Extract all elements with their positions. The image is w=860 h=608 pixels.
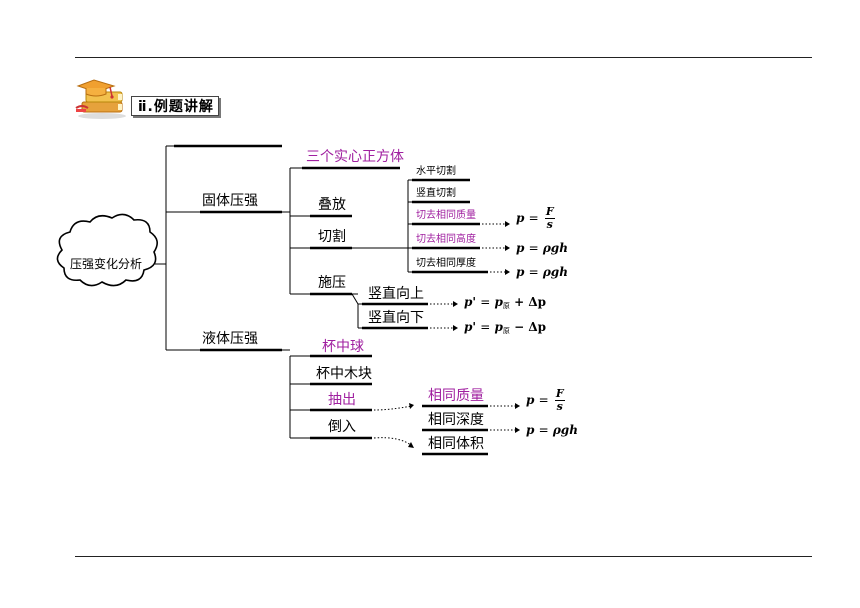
solid-child-stack: 叠放 — [318, 197, 346, 213]
press-method: 竖直向上 — [368, 286, 424, 302]
same-quantity: 相同质量 — [428, 388, 484, 404]
cut-method: 竖直切割 — [416, 188, 456, 199]
formula-p-prime-minus: p' = p原 − Δp — [464, 320, 547, 335]
cut-method: 水平切割 — [416, 166, 456, 177]
cut-method: 切去相同厚度 — [416, 258, 476, 269]
cut-method: 切去相同高度 — [416, 234, 476, 245]
formula-p-rho-gh: p = ρgh — [516, 265, 568, 279]
formula-p-rho-gh: p = ρgh — [526, 423, 578, 437]
section-title: ⅱ.例题讲解 — [131, 96, 219, 116]
formula-p-prime-plus: p' = p原 + Δp — [464, 295, 547, 310]
liquid-pressure-label: 液体压强 — [202, 331, 258, 347]
solid-pressure-label: 固体压强 — [202, 193, 258, 209]
liquid-child: 杯中木块 — [316, 366, 372, 382]
press-method: 竖直向下 — [368, 310, 424, 326]
liquid-child: 抽出 — [328, 392, 356, 408]
liquid-child: 倒入 — [328, 419, 356, 435]
solid-child-cubes: 三个实心正方体 — [306, 149, 404, 165]
footer-rule — [75, 556, 812, 557]
same-quantity: 相同体积 — [428, 436, 484, 452]
cloud-shape — [56, 213, 158, 287]
solid-child-cut: 切割 — [318, 229, 346, 245]
formula-p-rho-gh: p = ρgh — [516, 241, 568, 255]
solid-child-press: 施压 — [318, 275, 346, 291]
root-label: 压强变化分析 — [70, 257, 143, 271]
books-graduation-cap-icon — [75, 79, 126, 119]
liquid-child: 杯中球 — [322, 339, 364, 355]
cut-method: 切去相同质量 — [416, 210, 476, 221]
header-rule — [75, 57, 812, 58]
same-quantity: 相同深度 — [428, 412, 484, 428]
